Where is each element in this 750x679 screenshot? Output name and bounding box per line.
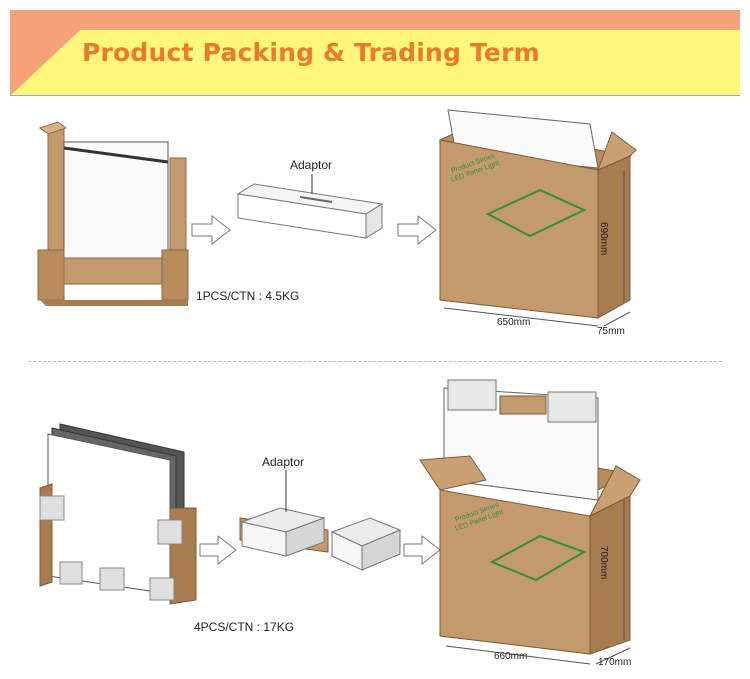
arrow-icon — [403, 534, 441, 566]
adaptor-foam-2 — [239, 470, 402, 571]
dimension-width: 650mm — [497, 317, 531, 328]
adaptor-label: Adaptor — [262, 455, 305, 469]
dimension-width: 660mm — [494, 651, 528, 662]
panel-stack-2 — [39, 423, 197, 605]
dimension-depth: 170mm — [598, 657, 632, 668]
carton-2: Product Series LED Panel Light — [419, 379, 641, 665]
dimension-depth: 75mm — [597, 326, 625, 337]
panel-in-frame-1 — [37, 121, 189, 306]
section-divider — [28, 361, 722, 362]
arrow-icon — [191, 214, 231, 246]
adaptor-label: Adaptor — [290, 158, 333, 172]
carton-1: Product Series LED Panel Light — [438, 109, 637, 327]
weight-label: 1PCS/CTN : 4.5KG — [196, 289, 300, 303]
dimension-height: 690mm — [598, 222, 609, 256]
arrow-icon — [199, 534, 237, 566]
adaptor-box-1 — [236, 174, 384, 239]
dimension-height: 700mm — [598, 546, 609, 580]
header-banner — [10, 10, 740, 96]
weight-label: 4PCS/CTN : 17KG — [194, 620, 295, 634]
arrow-icon — [397, 214, 437, 246]
page-title: Product Packing & Trading Term — [82, 38, 540, 67]
